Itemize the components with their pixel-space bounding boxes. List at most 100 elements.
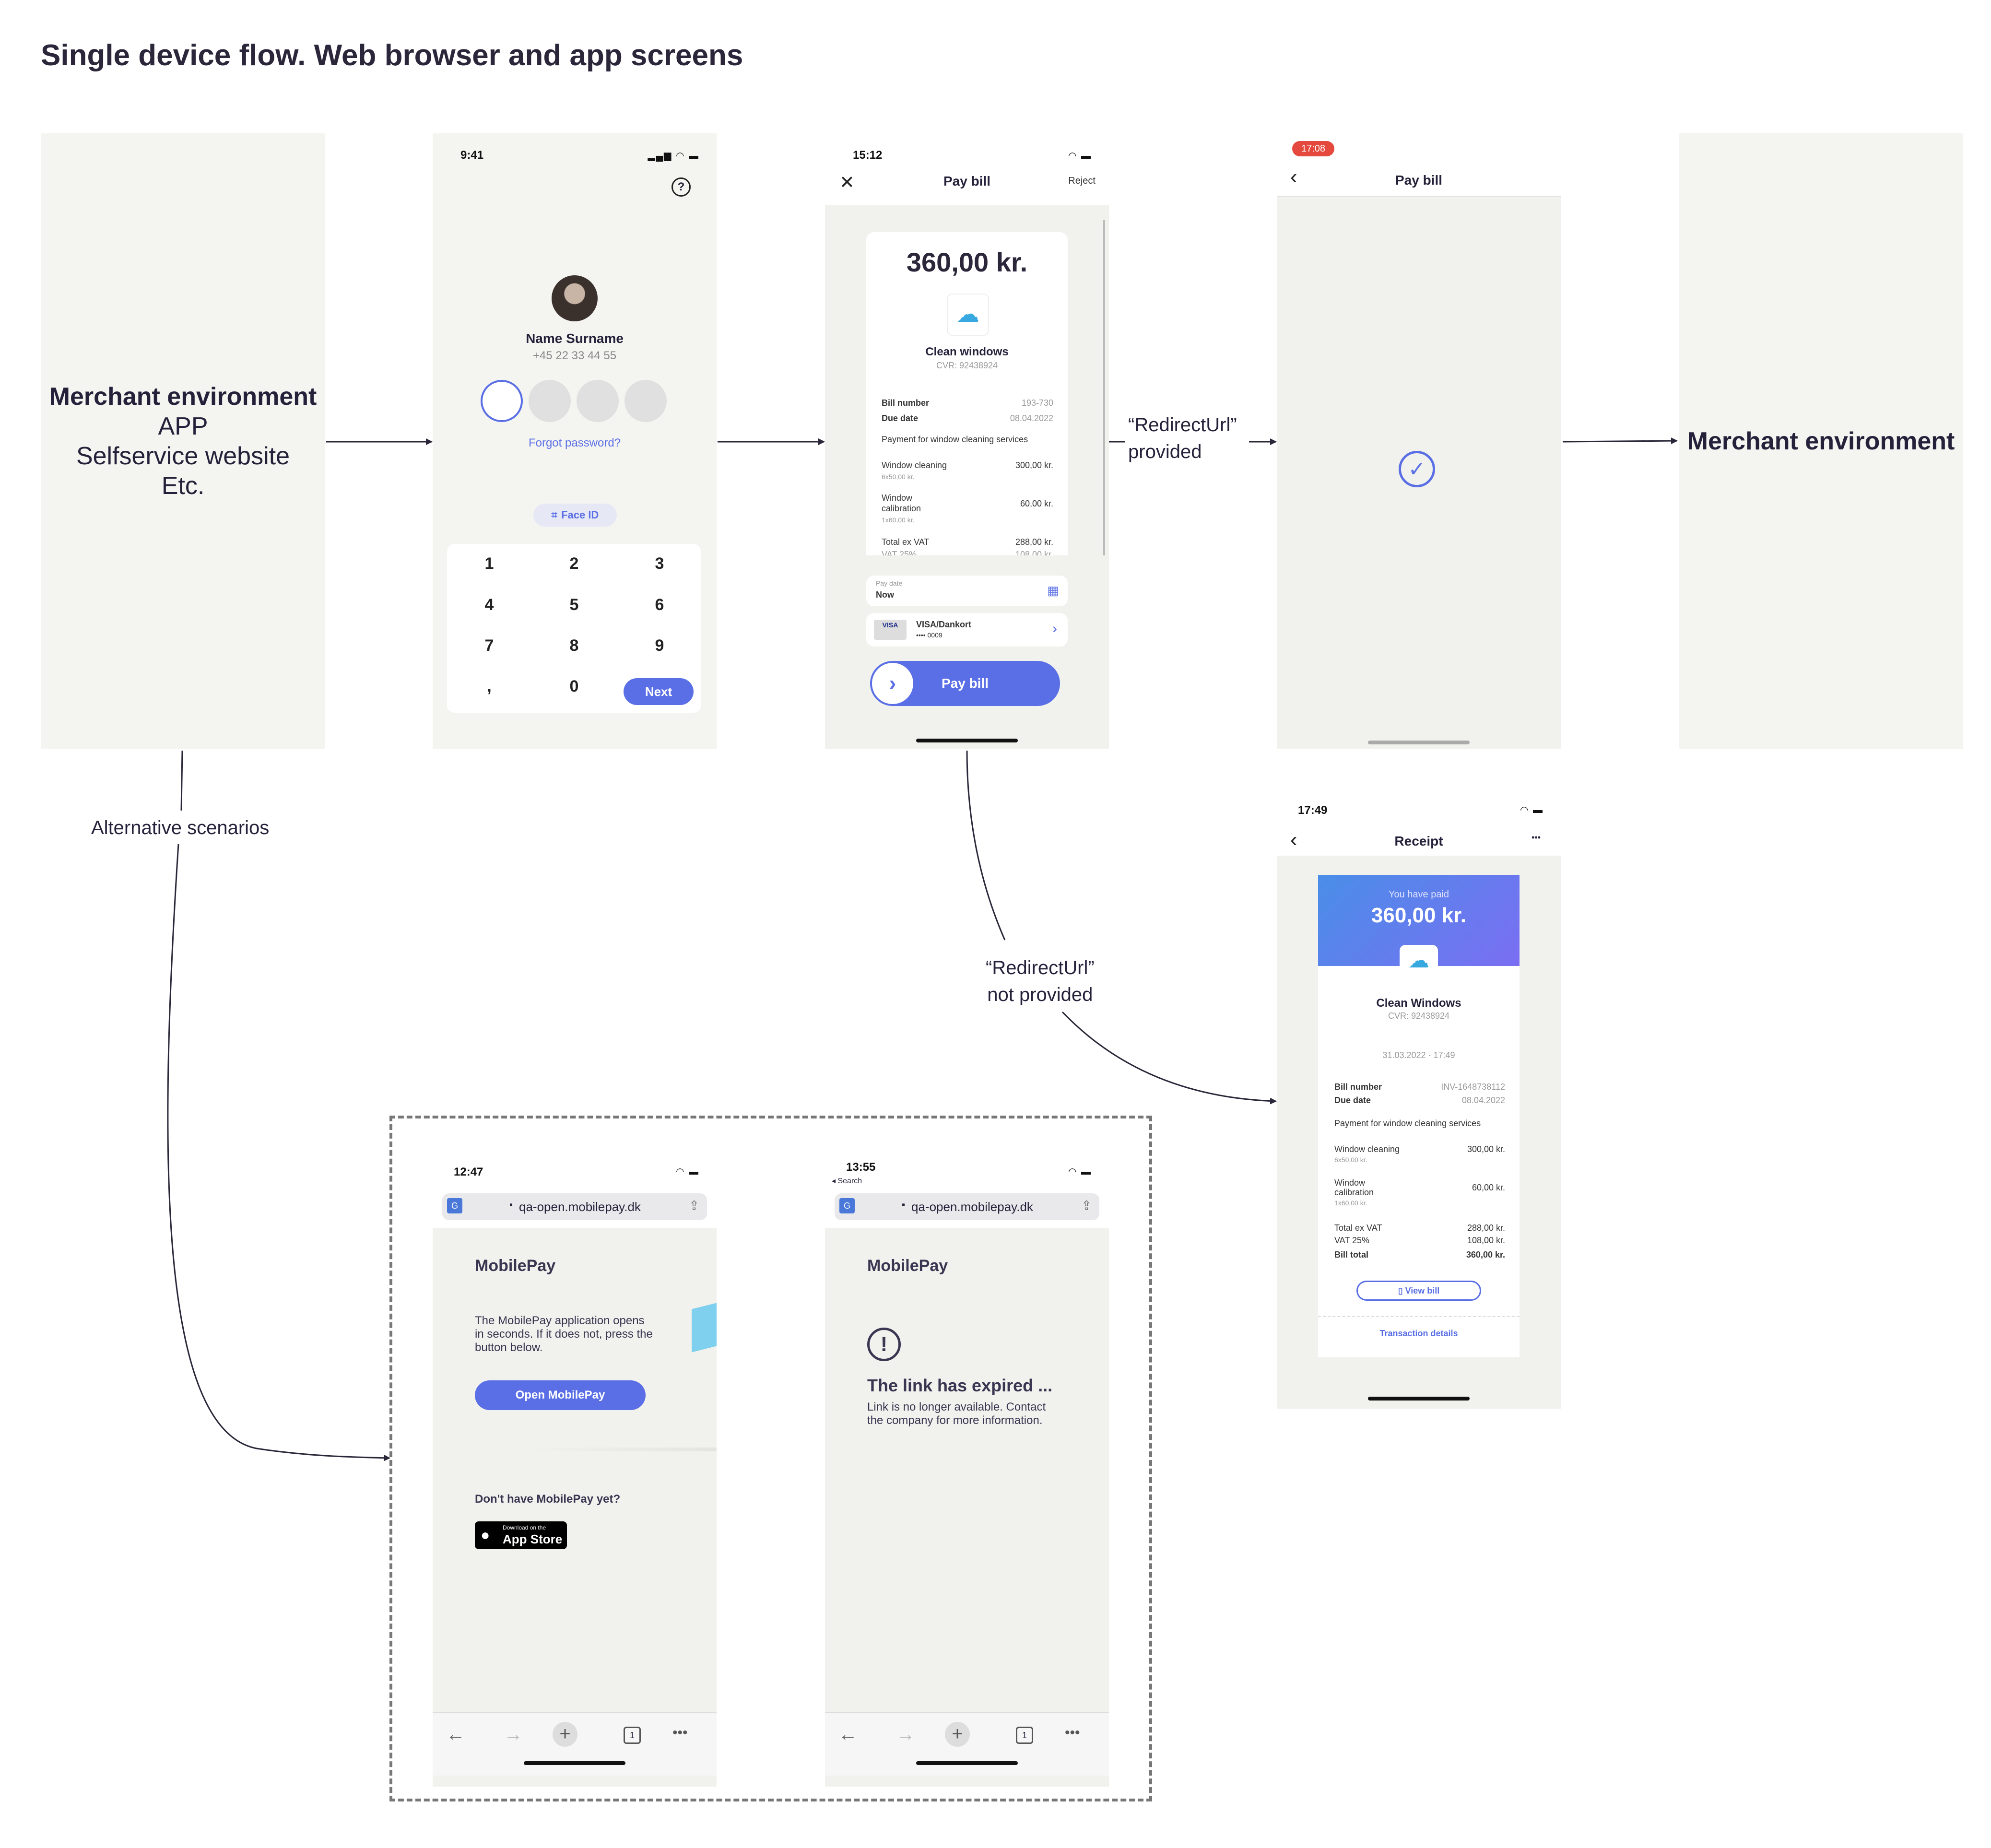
key-5[interactable]: 5	[569, 596, 579, 614]
more-icon[interactable]: •••	[672, 1725, 688, 1741]
browser-bottom-bar: ← → + 1 •••	[825, 1712, 1109, 1776]
expired-heading: The link has expired ...	[867, 1376, 1053, 1395]
bill-amount: 360,00 kr.	[906, 247, 1028, 277]
back-chevron-icon[interactable]: ‹	[1290, 828, 1297, 851]
bill-description: Payment for window cleaning services	[882, 435, 1028, 444]
pay-header-title: Pay bill	[943, 174, 991, 188]
face-id-button[interactable]: ⌗ Face ID	[533, 504, 617, 527]
numeric-keypad: 1 2 3 4 5 6 7 8 9 , 0 Next	[447, 544, 701, 713]
key-4[interactable]: 4	[484, 596, 494, 614]
alternative-scenarios-box	[389, 1116, 1152, 1801]
apple-icon: ●	[481, 1526, 490, 1543]
new-tab-icon[interactable]: +	[553, 1722, 577, 1747]
label-redirect-provided-1: “RedirectUrl”	[1128, 414, 1237, 436]
key-0[interactable]: 0	[569, 677, 579, 695]
pay-header	[825, 133, 1109, 205]
new-tab-icon[interactable]: +	[945, 1722, 970, 1747]
share-icon[interactable]: ⇪	[1081, 1198, 1092, 1212]
merchant-cvr: CVR: 92438924	[936, 361, 998, 370]
next-button[interactable]: Next	[624, 678, 694, 705]
scroll-indicator[interactable]	[1103, 220, 1105, 632]
intro-text-1: The MobilePay application opens	[475, 1314, 645, 1327]
store-big-text: App Store	[503, 1532, 563, 1546]
item2-amount: 60,00 kr.	[1020, 499, 1053, 508]
view-bill-button[interactable]: ▯ View bill	[1356, 1281, 1481, 1301]
more-icon[interactable]: •••	[1065, 1725, 1080, 1741]
forward-arrow-icon[interactable]: →	[504, 1724, 523, 1745]
browser-expired-screen: 13:55 ◂ Search ◠ ▬ G ▪ qa-open.mobilepay…	[825, 1138, 1109, 1787]
status-icons: ◠ ▬	[1068, 1166, 1092, 1177]
key-comma[interactable]: ,	[487, 677, 492, 695]
pay-date-value: Now	[876, 590, 894, 600]
swipe-handle-icon[interactable]: ›	[872, 663, 913, 704]
key-9[interactable]: 9	[655, 636, 664, 655]
key-3[interactable]: 3	[655, 554, 664, 573]
arrow-success-to-merchant	[1562, 437, 1678, 445]
translate-icon[interactable]: G	[839, 1198, 855, 1213]
pay-bill-button[interactable]: › Pay bill	[870, 661, 1060, 706]
merchant-logo-icon: ☁	[1400, 945, 1438, 977]
home-indicator	[1368, 1397, 1470, 1401]
transaction-details-link[interactable]: Transaction details	[1379, 1329, 1458, 1338]
item2-name-a: Window	[1334, 1178, 1366, 1188]
back-arrow-icon[interactable]: ←	[446, 1724, 465, 1745]
total-ex-amount: 288,00 kr.	[1015, 537, 1053, 547]
share-icon[interactable]: ⇪	[689, 1198, 699, 1212]
receipt-description: Payment for window cleaning services	[1334, 1118, 1481, 1128]
card-logo-text: VISA	[882, 621, 898, 629]
key-1[interactable]: 1	[484, 554, 494, 573]
pay-date-field[interactable]: Pay date Now ▦	[866, 576, 1068, 606]
item2-name-b: calibration	[882, 504, 921, 513]
bill-total-label: Bill total	[1334, 1250, 1368, 1259]
label-redirect-provided-2: provided	[1128, 441, 1202, 462]
arrow-pay-to-receipt-lower	[1061, 1011, 1277, 1105]
translate-icon[interactable]: G	[447, 1198, 462, 1213]
key-8[interactable]: 8	[569, 636, 579, 655]
content-divider	[529, 1448, 717, 1451]
browser-bottom-bar: ← → + 1 •••	[433, 1712, 717, 1776]
open-mobilepay-button[interactable]: Open MobilePay	[475, 1380, 646, 1410]
home-indicator	[916, 739, 1018, 742]
receipt-cvr: CVR: 92438924	[1388, 1011, 1450, 1021]
status-icons: ◠ ▬	[1068, 151, 1092, 161]
total-ex-amount: 288,00 kr.	[1467, 1223, 1505, 1233]
mobilepay-brand: MobilePay	[867, 1257, 948, 1275]
reject-link[interactable]: Reject	[1068, 176, 1096, 186]
more-options-icon[interactable]: •••	[1532, 833, 1541, 842]
arrow-merchant-to-alt-lower	[167, 844, 390, 1461]
store-small-text: Download on the	[503, 1524, 546, 1531]
key-6[interactable]: 6	[655, 596, 664, 614]
card-name: VISA/Dankort	[916, 620, 972, 629]
tabs-icon[interactable]: 1	[1016, 1727, 1033, 1744]
address-bar[interactable]: G ▪ qa-open.mobilepay.dk ⇪	[442, 1193, 707, 1220]
card-number: •••• 0009	[916, 631, 942, 639]
pin-dot-4	[624, 380, 667, 422]
back-chevron-icon[interactable]: ‹	[1290, 165, 1297, 188]
key-2[interactable]: 2	[569, 554, 579, 573]
payment-card-selector[interactable]: VISA VISA/Dankort •••• 0009 ›	[866, 613, 1068, 647]
expired-text-2: the company for more information.	[867, 1414, 1043, 1427]
app-store-badge[interactable]: ● Download on the App Store	[475, 1521, 567, 1549]
item1-sub: 6x50,00 kr.	[1334, 1156, 1367, 1164]
document-icon: ▯	[1398, 1286, 1405, 1295]
tabs-icon[interactable]: 1	[624, 1727, 641, 1744]
back-arrow-icon[interactable]: ←	[838, 1724, 858, 1745]
bill-number-label: Bill number	[882, 398, 930, 408]
help-icon[interactable]: ?	[672, 177, 691, 197]
forward-arrow-icon[interactable]: →	[896, 1724, 915, 1745]
key-7[interactable]: 7	[484, 636, 494, 655]
address-bar[interactable]: G ▪ qa-open.mobilepay.dk ⇪	[835, 1193, 1099, 1220]
close-icon[interactable]: ✕	[839, 173, 855, 193]
card-logo: VISA	[874, 620, 907, 640]
merchant-logo-icon: ☁	[947, 294, 989, 336]
merchant-line-2: APP	[158, 412, 208, 440]
bill-total-amount: 360,00 kr.	[1466, 1250, 1505, 1259]
receipt-header-title: Receipt	[1394, 834, 1443, 848]
item1-name: Window cleaning	[1334, 1144, 1400, 1154]
label-redirect-not-2: not provided	[987, 984, 1093, 1005]
label-redirect-not-provided: “RedirectUrl” not provided	[986, 954, 1095, 1008]
back-to-search[interactable]: ◂ Search	[832, 1177, 862, 1185]
item1-name: Window cleaning	[882, 460, 947, 470]
forgot-password-link[interactable]: Forgot password?	[528, 436, 621, 449]
label-redirect-not-1: “RedirectUrl”	[986, 957, 1095, 978]
